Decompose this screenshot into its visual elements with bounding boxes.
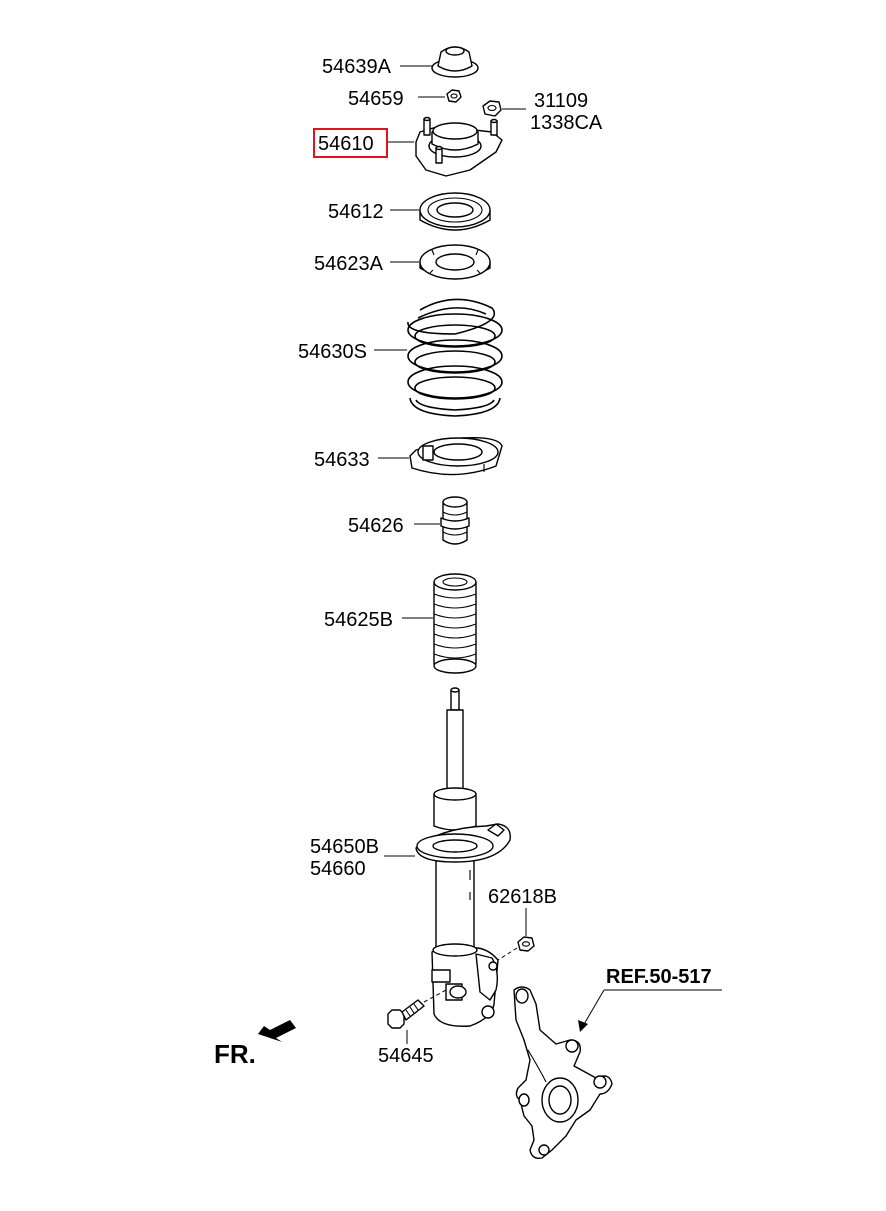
part-62618B-nut[interactable]	[517, 936, 535, 952]
label-54623A[interactable]: 54623A	[314, 253, 384, 275]
part-31109-nut[interactable]	[482, 100, 502, 117]
dashed-line-62618B	[497, 947, 518, 961]
part-54659-nut[interactable]	[446, 89, 462, 103]
label-54645[interactable]: 54645	[378, 1045, 434, 1067]
label-1338CA[interactable]: 1338CA	[530, 112, 603, 134]
front-direction-label: FR.	[214, 1039, 256, 1069]
part-54625B-dust-boot[interactable]	[433, 573, 477, 674]
label-54660[interactable]: 54660	[310, 858, 366, 880]
label-54630S[interactable]: 54630S	[298, 341, 367, 363]
front-direction-arrow-icon	[258, 1020, 296, 1042]
part-steering-knuckle[interactable]	[513, 986, 613, 1160]
part-strut-shock-absorber[interactable]	[415, 687, 511, 1027]
part-54645-bolt[interactable]	[387, 999, 425, 1029]
part-54633-lower-pad[interactable]	[409, 436, 503, 476]
label-54650B[interactable]: 54650B	[310, 836, 379, 858]
part-54626-bump-stop[interactable]	[440, 496, 470, 545]
leader-ref-arrowhead	[578, 1020, 588, 1032]
part-54623A-pad[interactable]	[419, 244, 491, 280]
part-54610-strut-mount[interactable]	[415, 116, 503, 177]
label-54659[interactable]: 54659	[348, 88, 404, 110]
label-54639A[interactable]: 54639A	[322, 56, 392, 78]
label-54612[interactable]: 54612	[328, 201, 384, 223]
label-54633[interactable]: 54633	[314, 449, 370, 471]
label-54610[interactable]: 54610	[318, 133, 374, 155]
label-54626[interactable]: 54626	[348, 515, 404, 537]
leader-ref-arrow-line	[582, 989, 605, 1027]
label-54625B[interactable]: 54625B	[324, 609, 393, 631]
label-62618B[interactable]: 62618B	[488, 886, 557, 908]
highlight-box-54610	[313, 128, 388, 158]
label-ref[interactable]: REF.50-517	[606, 966, 712, 988]
label-31109[interactable]: 31109	[534, 90, 588, 112]
part-54639A-cap[interactable]	[431, 46, 479, 78]
part-54612-bearing[interactable]	[419, 192, 491, 231]
part-54630S-coil-spring[interactable]	[407, 298, 503, 417]
